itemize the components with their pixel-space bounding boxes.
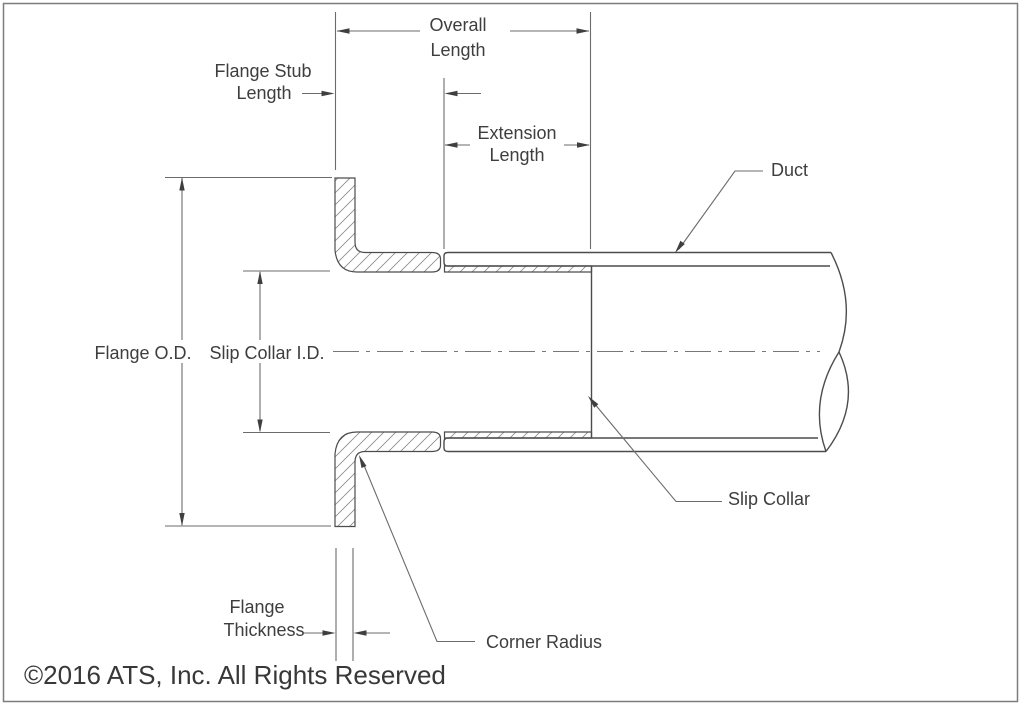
label-overall-length-2: Length [430,40,485,60]
leader-slip-collar: Slip Collar [588,396,810,509]
duct-wall-top [443,251,831,267]
label-extension-length-1: Extension [477,123,556,143]
label-overall-length-1: Overall [429,15,486,35]
dim-flange-thickness: Flange Thickness [223,597,390,640]
slip-collar-strip-top [443,265,593,273]
dim-flange-od: Flange O.D. [94,177,192,526]
leader-corner-radius: Corner Radius [359,455,602,652]
label-corner-radius: Corner Radius [486,632,602,652]
label-slip-collar: Slip Collar [728,489,810,509]
label-duct: Duct [771,160,808,180]
slip-collar-strip-bottom [443,431,593,439]
label-slip-collar-id: Slip Collar I.D. [209,343,324,363]
label-flange-stub-length-2: Length [236,83,291,103]
dim-slip-collar-id: Slip Collar I.D. [209,271,325,433]
extension-lines [165,12,592,661]
duct-break-symbol [818,252,850,452]
dim-extension-length: Extension Length [444,123,590,165]
label-extension-length-2: Length [489,145,544,165]
dim-overall-length: Overall Length [336,15,590,60]
copyright-text: ©2016 ATS, Inc. All Rights Reserved [24,660,446,690]
label-flange-od: Flange O.D. [94,343,191,363]
label-flange-thickness-2: Thickness [223,620,304,640]
duct-wall-bottom [443,437,826,453]
leader-duct: Duct [675,160,808,253]
label-flange-thickness-1: Flange [229,597,284,617]
image-border [2,2,1019,703]
flange-section-bottom [334,431,442,528]
label-flange-stub-length-1: Flange Stub [214,61,311,81]
dim-flange-stub-length: Flange Stub Length [214,61,481,103]
flange-section-top [334,177,442,273]
